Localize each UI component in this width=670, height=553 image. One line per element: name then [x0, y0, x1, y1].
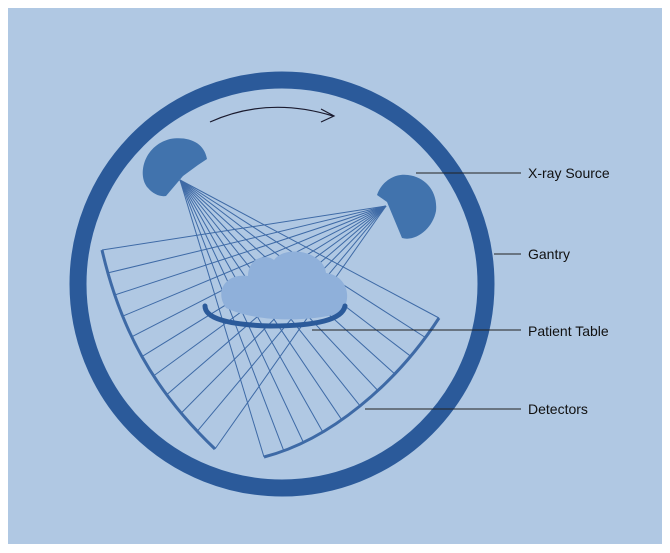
xray-source-right-icon: [377, 174, 437, 239]
beam-right-ray-3: [114, 205, 387, 296]
detector-arc-left: [100, 249, 217, 451]
label-leader-lines: [312, 172, 521, 410]
beam-left-ray-11: [179, 179, 440, 319]
beam-right-ray-2: [107, 205, 387, 274]
label-detectors: Detectors: [528, 401, 588, 417]
patient-body: [221, 251, 348, 320]
xray-source-left-icon: [142, 138, 207, 197]
gantry-ring: [69, 71, 495, 497]
ct-diagram-svg: [69, 71, 521, 497]
beam-left-ray-2: [179, 179, 285, 451]
patient-table: [202, 303, 348, 329]
label-patient-table: Patient Table: [528, 323, 609, 339]
label-xray-source: X-ray Source: [528, 165, 610, 181]
beam-right-ray-1: [101, 205, 387, 251]
beam-right-ray-11: [214, 205, 387, 450]
ct-scanner-diagram: X-ray Source Gantry Patient Table Detect…: [8, 8, 662, 544]
detector-arc-bottom: [263, 317, 441, 459]
label-gantry: Gantry: [528, 246, 571, 262]
clockwise-arrow-icon: [209, 106, 336, 123]
detector-array: [100, 249, 441, 459]
